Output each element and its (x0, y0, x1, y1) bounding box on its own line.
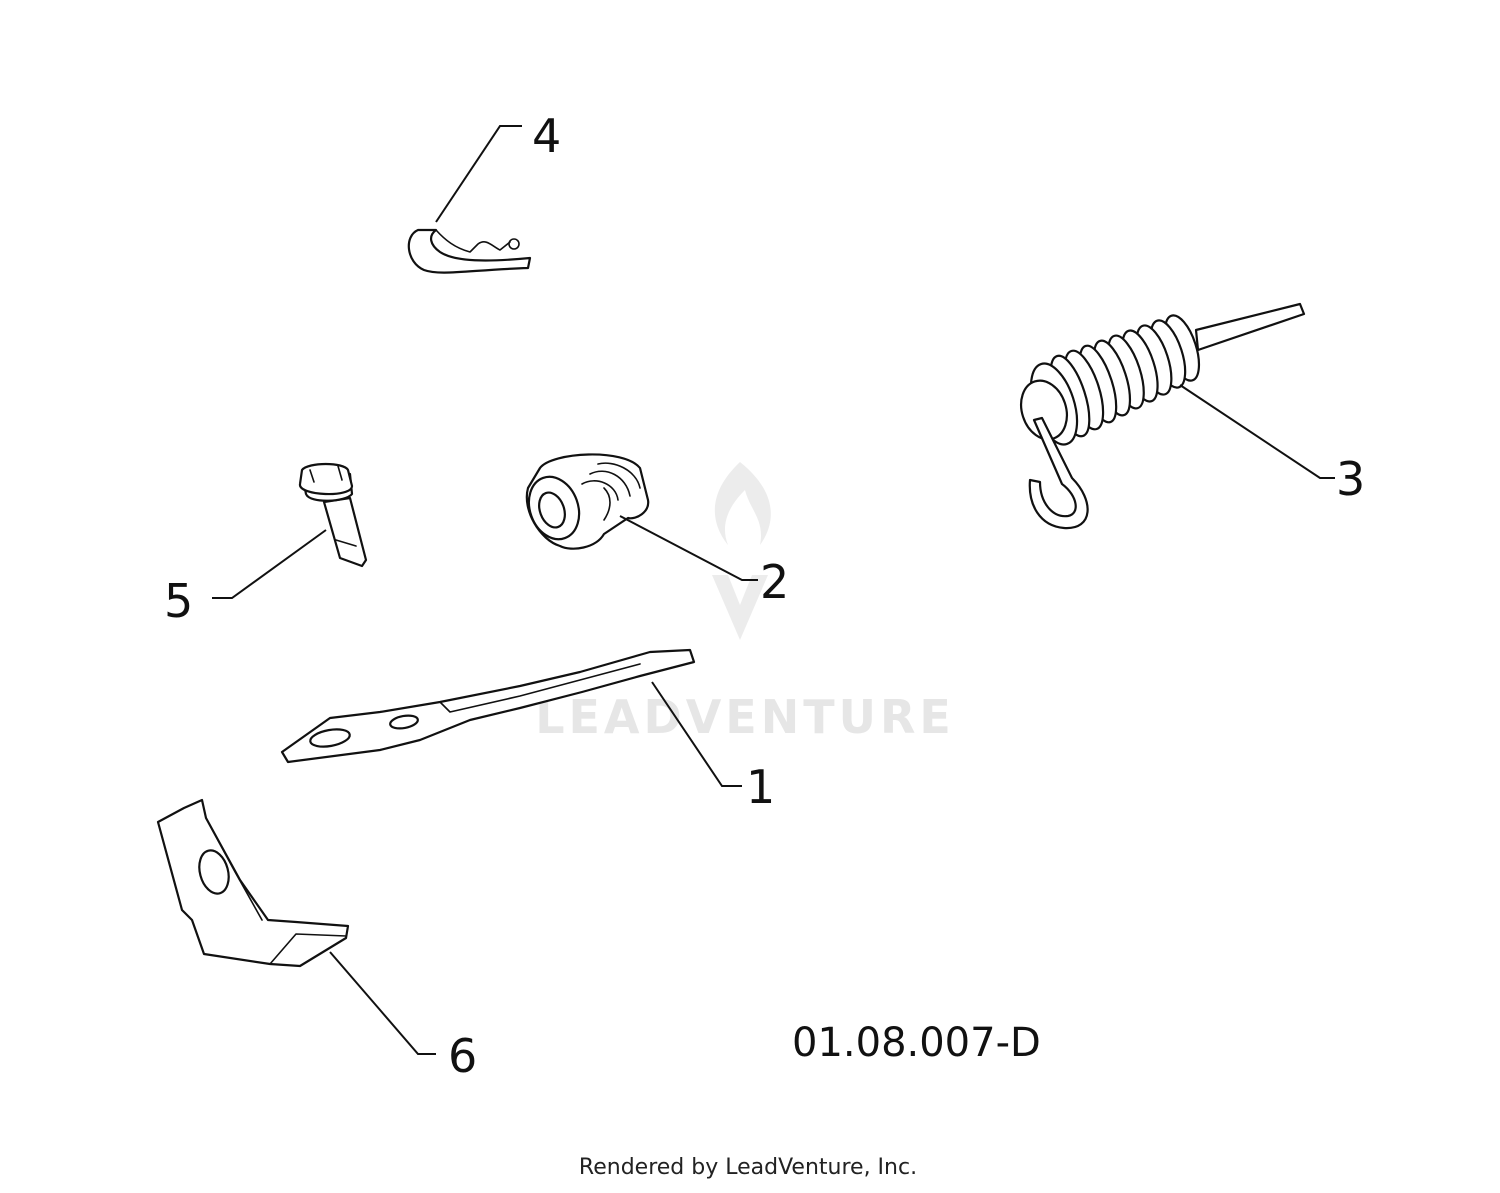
part-3-extension-spring[interactable] (1014, 302, 1306, 530)
callout-3: 3 (1336, 452, 1365, 506)
part-6-bracket[interactable] (156, 798, 350, 968)
part-1-lever[interactable] (280, 648, 696, 764)
leader-5 (212, 529, 327, 599)
drawing-number: 01.08.007-D (792, 1020, 1041, 1066)
leader-4 (435, 125, 522, 223)
leader-3 (1179, 384, 1335, 479)
leader-1 (651, 681, 742, 787)
callout-4: 4 (532, 109, 561, 163)
callout-6: 6 (448, 1029, 477, 1083)
render-credit: Rendered by LeadVenture, Inc. (579, 1155, 917, 1180)
spring-coils (1020, 314, 1201, 446)
callout-5: 5 (164, 574, 193, 628)
leader-6 (329, 951, 436, 1055)
callout-2: 2 (760, 555, 789, 609)
watermark-flame-logo (712, 462, 771, 640)
watermark-text: LEADVENTURE (535, 690, 955, 744)
callout-1: 1 (746, 760, 775, 814)
part-2-bushing[interactable] (521, 453, 650, 550)
leader-2 (619, 515, 758, 581)
leadventure-watermark: LEADVENTURE (535, 462, 955, 744)
part-4-hair-pin-clip[interactable] (407, 228, 532, 274)
part-5-flange-bolt[interactable] (298, 462, 368, 568)
